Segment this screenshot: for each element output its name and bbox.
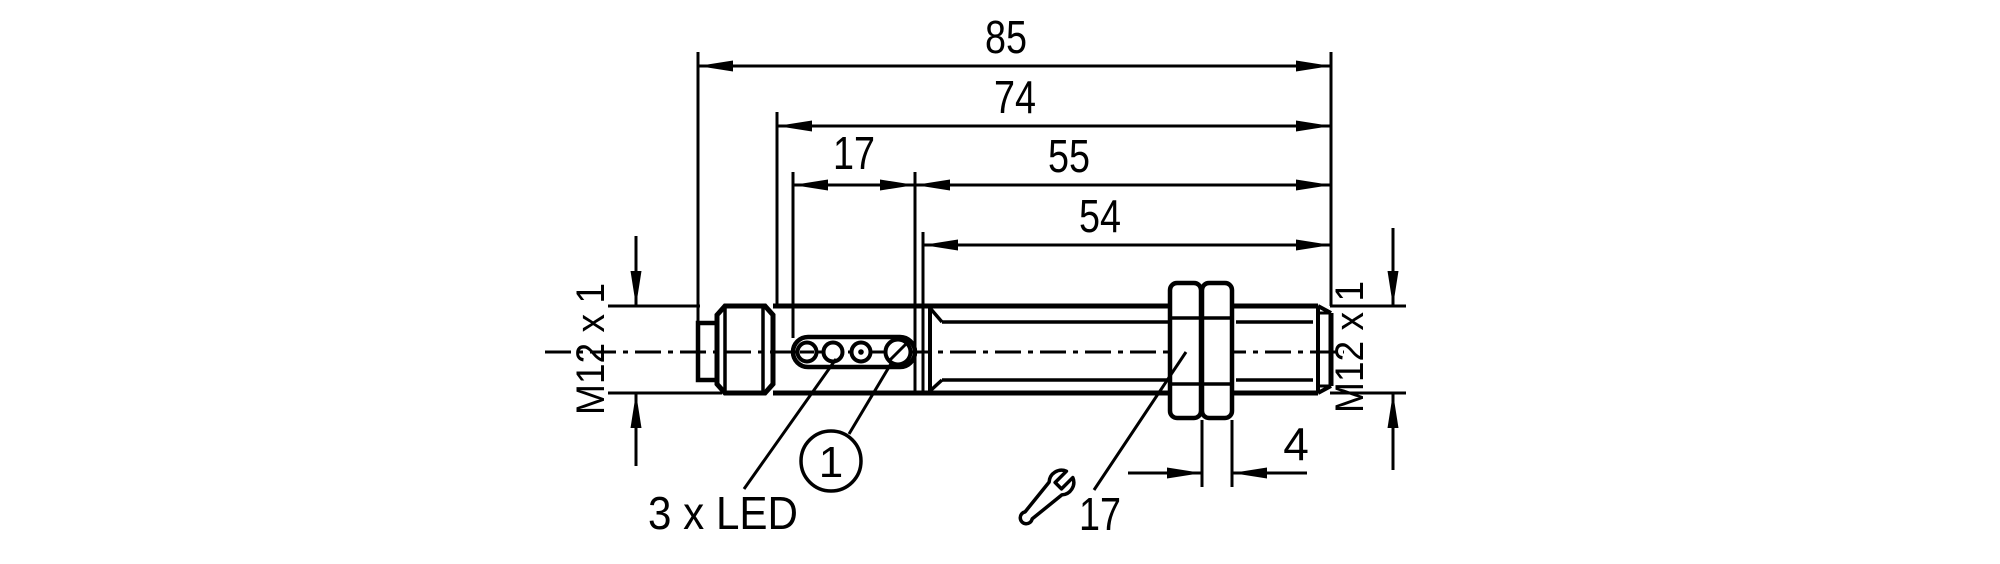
- sensor-body: [695, 303, 1334, 396]
- dim-text-thread-front: M12 x 1: [569, 283, 613, 415]
- dimension-housing-length: 74: [777, 71, 1331, 132]
- hex-nut-2: [1199, 280, 1235, 421]
- hex-nut-1: [1167, 280, 1204, 421]
- dim-text-overall-length: 85: [985, 11, 1027, 63]
- arrowhead-down: [630, 271, 642, 306]
- led-label: 3 x LED: [648, 487, 798, 539]
- hex-nuts: [1167, 280, 1235, 421]
- led-2: [821, 340, 845, 364]
- arrowhead-right: [1167, 467, 1202, 479]
- callout-1-number: 1: [819, 438, 843, 487]
- wrench-size-label: 17: [1079, 488, 1121, 540]
- extension-lines: [696, 52, 1333, 487]
- dimension-head-length: 17: [793, 127, 915, 191]
- arrowhead-up: [630, 393, 642, 428]
- callout-1-circle: [799, 429, 863, 493]
- arrowhead-right: [1296, 239, 1331, 251]
- dim-text-thread-rear: M12 x 1: [1328, 281, 1372, 413]
- led-leader-line: [742, 358, 838, 490]
- dimension-nut-width: 4: [1128, 418, 1309, 479]
- wrench-leader-line: [1092, 351, 1188, 491]
- dimension-overall-length: 85: [698, 11, 1331, 72]
- arrowhead-right: [1296, 179, 1331, 191]
- arrowhead-left: [1232, 467, 1267, 479]
- adjuster-screw-slot-line: [888, 342, 908, 362]
- arrowhead-left: [793, 179, 828, 191]
- dim-text-thread-length: 55: [1048, 130, 1090, 182]
- dimension-barrel-length: 54: [923, 190, 1331, 251]
- dim-text-barrel-length: 54: [1079, 190, 1121, 242]
- arrowhead-left: [923, 239, 958, 251]
- arrowhead-left: [777, 120, 812, 132]
- thread-chamfer-bottom-left: [928, 378, 944, 393]
- arrowhead-left: [915, 179, 950, 191]
- dim-text-housing-length: 74: [994, 71, 1036, 123]
- thread-chamfer-top-left: [928, 306, 944, 324]
- arrowhead-left: [698, 60, 733, 72]
- arrowhead-right: [1296, 120, 1331, 132]
- arrowhead-right: [1296, 60, 1331, 72]
- callouts: 3 x LED 1 17: [648, 351, 1188, 540]
- dimension-thread-front: M12 x 1: [569, 236, 722, 466]
- dim-text-nut-width: 4: [1283, 418, 1309, 470]
- wrench-icon: [1018, 468, 1076, 526]
- dim-text-head-length: 17: [833, 127, 875, 179]
- led-window-details: [795, 337, 913, 367]
- head-thread-block: [714, 303, 776, 396]
- arrowhead-down: [1387, 271, 1399, 306]
- wrench-icon-shape: [1018, 468, 1076, 526]
- dimension-thread-rear: M12 x 1: [1328, 228, 1406, 470]
- led-3-center-dot: [858, 349, 864, 355]
- arrowhead-right: [880, 179, 915, 191]
- dimension-thread-length: 55: [915, 130, 1331, 191]
- arrowhead-up: [1387, 393, 1399, 428]
- callout-1-leader-line: [847, 361, 894, 435]
